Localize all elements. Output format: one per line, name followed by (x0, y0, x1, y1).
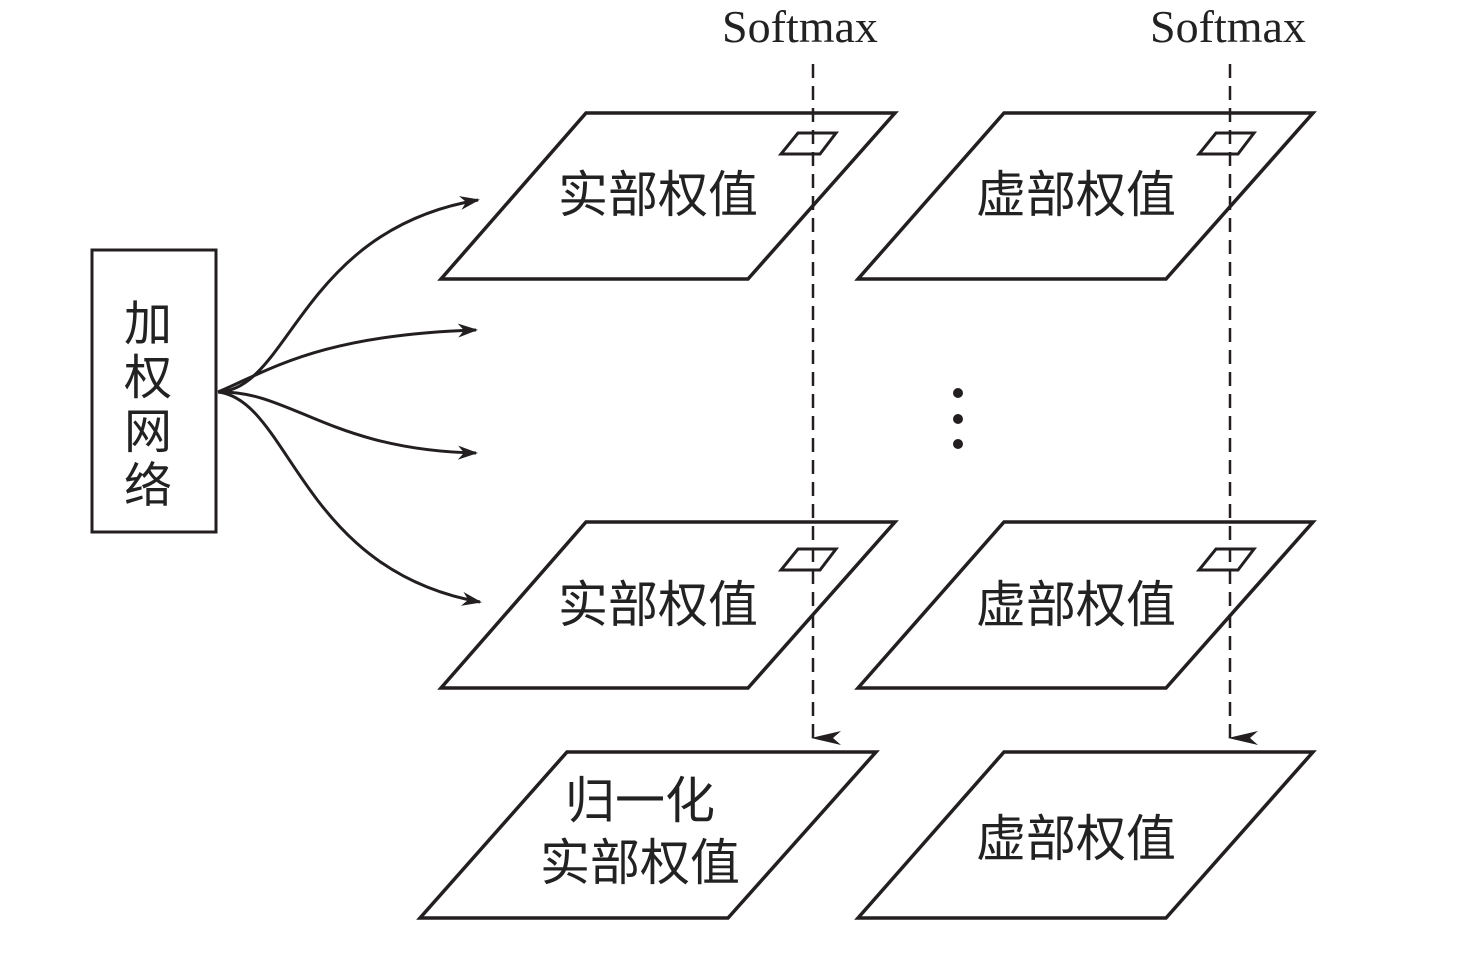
curved-arrow-1 (217, 196, 480, 394)
curved-arrow-4 (217, 390, 482, 606)
plane-label: 实部权值 (558, 166, 758, 224)
plane-label-line2: 实部权值 (540, 834, 740, 892)
weighting-network-box: 加 权 网 络 (90, 248, 218, 534)
source-char: 权 (124, 350, 172, 406)
selected-cell (1195, 131, 1258, 156)
selected-cell (777, 547, 840, 572)
imag-weight-plane-bottom: 虚部权值 (854, 520, 1317, 690)
source-char: 加 (124, 296, 172, 352)
selected-cell (1195, 547, 1258, 572)
vertical-ellipsis (953, 388, 963, 449)
source-char: 络 (124, 458, 172, 514)
curved-arrow-3 (217, 390, 478, 460)
real-weight-plane-top: 实部权值 (437, 111, 899, 281)
imag-weight-output-plane: 虚部权值 (854, 750, 1317, 920)
softmax-label-real: Softmax (722, 1, 878, 52)
curved-arrow-2 (217, 323, 478, 394)
plane-label: 虚部权值 (976, 576, 1176, 634)
normalized-real-weight-plane: 归一化 实部权值 (416, 750, 880, 920)
softmax-label-imag: Softmax (1150, 1, 1306, 52)
plane-label: 虚部权值 (976, 166, 1176, 224)
plane-label: 虚部权值 (976, 810, 1176, 868)
imag-weight-plane-top: 虚部权值 (854, 111, 1317, 281)
plane-label: 实部权值 (558, 576, 758, 634)
selected-cell (777, 131, 840, 156)
source-char: 网 (124, 404, 172, 460)
real-weight-plane-bottom: 实部权值 (437, 520, 899, 690)
plane-label-line1: 归一化 (565, 772, 715, 830)
